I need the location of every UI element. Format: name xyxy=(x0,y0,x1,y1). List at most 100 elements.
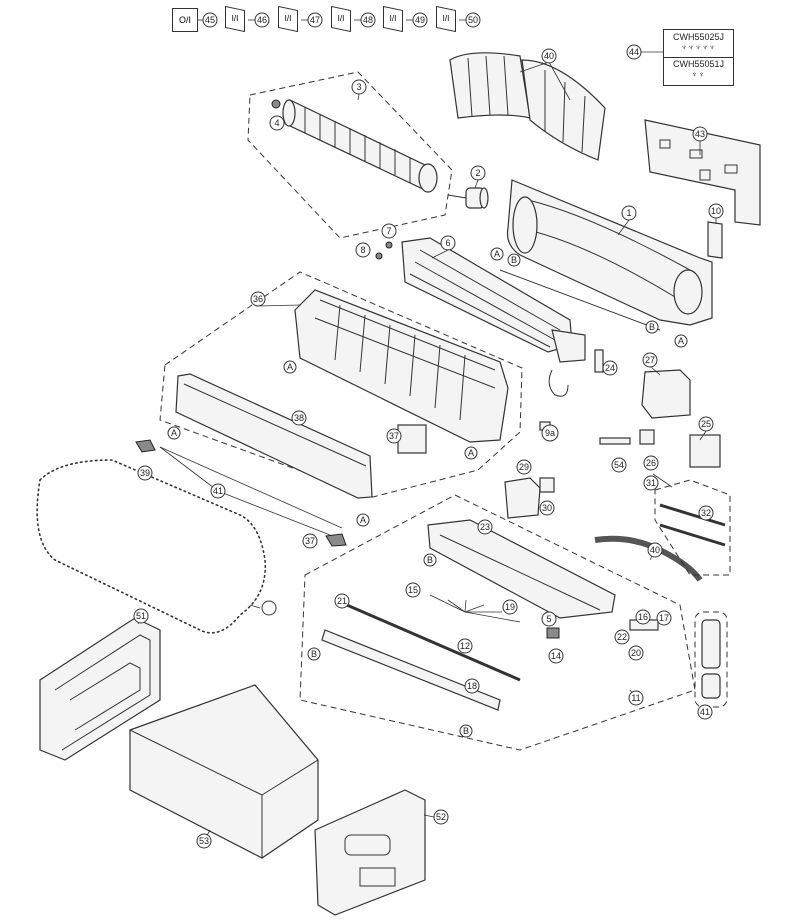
svg-text:8: 8 xyxy=(360,245,365,255)
svg-text:41: 41 xyxy=(700,707,710,717)
callout-9a: 9a xyxy=(541,424,559,442)
callout-20: 21 xyxy=(334,593,350,609)
svg-text:1: 1 xyxy=(626,208,631,218)
sensor-group-boundary xyxy=(654,479,731,576)
callout-33: 36 xyxy=(250,291,266,307)
callout-23: 23 xyxy=(477,519,493,535)
ref-a: A xyxy=(167,426,181,440)
svg-text:21: 21 xyxy=(337,596,347,606)
callout-42: 43 xyxy=(692,126,708,142)
evaporator xyxy=(401,237,586,397)
front-grille xyxy=(294,289,509,443)
callout-1: 1 xyxy=(621,205,637,221)
installation-instructions-doc-45: I/I xyxy=(225,5,245,33)
svg-text:44: 44 xyxy=(629,47,639,57)
kit-code-2: CWH55051J xyxy=(672,59,725,69)
ref-b: B xyxy=(645,320,659,334)
svg-text:45: 45 xyxy=(205,15,215,25)
svg-text:40: 40 xyxy=(650,545,660,555)
svg-text:16: 16 xyxy=(638,612,648,622)
svg-text:12: 12 xyxy=(460,641,470,651)
svg-text:30: 30 xyxy=(542,503,552,513)
svg-text:49: 49 xyxy=(415,15,425,25)
callout-37: 37 xyxy=(302,533,318,549)
screw-7-icon xyxy=(385,241,393,249)
callout-12: 12 xyxy=(457,638,473,654)
svg-text:B: B xyxy=(311,649,317,659)
callout-19: 18 xyxy=(464,678,480,694)
callout-5: 5 xyxy=(541,611,557,627)
ref-a: A xyxy=(490,247,504,261)
svg-text:A: A xyxy=(678,336,684,346)
installation-instructions-doc-46: I/I xyxy=(278,5,298,33)
svg-text:A: A xyxy=(468,448,474,458)
callout-30: 30 xyxy=(539,500,555,516)
svg-text:43: 43 xyxy=(695,129,705,139)
front-panel xyxy=(175,373,373,499)
svg-text:41: 41 xyxy=(213,486,223,496)
svg-text:23: 23 xyxy=(480,522,490,532)
ii-label: I/I xyxy=(231,14,239,23)
ref-a: A xyxy=(464,446,478,460)
cross-flow-fan xyxy=(282,99,438,193)
installation-instructions-doc-47: I/I xyxy=(331,5,351,33)
front-panel-group-boundary xyxy=(159,271,523,498)
callout-15: 15 xyxy=(405,582,421,598)
part-19 xyxy=(321,629,501,711)
svg-text:37: 37 xyxy=(305,536,315,546)
svg-text:32: 32 xyxy=(701,508,711,518)
hinge-37 xyxy=(325,533,347,547)
callout-4: 4 xyxy=(269,115,285,131)
part-24 xyxy=(594,349,604,373)
svg-text:20: 20 xyxy=(631,648,641,658)
hinge-36 xyxy=(135,439,156,453)
callout-14: 14 xyxy=(548,648,564,664)
svg-text:38: 38 xyxy=(294,413,304,423)
callout-24: 24 xyxy=(602,360,618,376)
callout-21: 20 xyxy=(628,645,644,661)
dotted-panel-outline xyxy=(36,459,267,634)
cable-40 xyxy=(594,535,703,582)
svg-text:B: B xyxy=(463,726,469,736)
ref-a: A xyxy=(283,360,297,374)
svg-text:10: 10 xyxy=(711,206,721,216)
part-14 xyxy=(546,627,560,639)
part-26 xyxy=(639,429,655,445)
svg-text:46: 46 xyxy=(257,15,267,25)
callout-25: 25 xyxy=(698,416,714,432)
connector-wires xyxy=(429,594,521,623)
fan-motor xyxy=(447,187,489,209)
svg-text:53: 53 xyxy=(199,836,209,846)
callout-32: 32 xyxy=(698,505,714,521)
svg-text:6: 6 xyxy=(445,238,450,248)
svg-text:14: 14 xyxy=(551,651,561,661)
callout-38: 41 xyxy=(210,483,226,499)
callout-35: 38 xyxy=(291,410,307,426)
end-cap xyxy=(314,789,426,916)
svg-text:27: 27 xyxy=(645,355,655,365)
ref-letters: A B B A A A A A B B B xyxy=(167,247,688,738)
control-board xyxy=(427,519,616,619)
kit-code-1: CWH55025J xyxy=(672,32,725,42)
svg-text:54: 54 xyxy=(614,460,624,470)
chassis xyxy=(499,179,713,331)
ref-b: B xyxy=(507,253,521,267)
callout-22: 22 xyxy=(614,629,630,645)
installation-instructions-doc-48: I/I xyxy=(383,5,403,33)
callout-27: 27 xyxy=(642,352,658,368)
ii-label: I/I xyxy=(442,14,450,23)
hinge-link xyxy=(159,446,343,529)
svg-text:29: 29 xyxy=(519,462,529,472)
ii-label: I/I xyxy=(389,14,397,23)
svg-text:24: 24 xyxy=(605,363,615,373)
installation-instructions-doc-49: I/I xyxy=(436,5,456,33)
svg-text:A: A xyxy=(171,428,177,438)
callout-3: 3 xyxy=(351,79,367,95)
svg-text:37: 37 xyxy=(389,431,399,441)
svg-text:36: 36 xyxy=(253,294,263,304)
accessory-kit-box: CWH55025J ♆♆♆♆♆ CWH55051J ♆♆ xyxy=(663,29,734,86)
part-34 xyxy=(397,424,427,454)
callout-45: 46 xyxy=(254,12,270,28)
svg-text:15: 15 xyxy=(408,585,418,595)
svg-text:40: 40 xyxy=(544,51,554,61)
